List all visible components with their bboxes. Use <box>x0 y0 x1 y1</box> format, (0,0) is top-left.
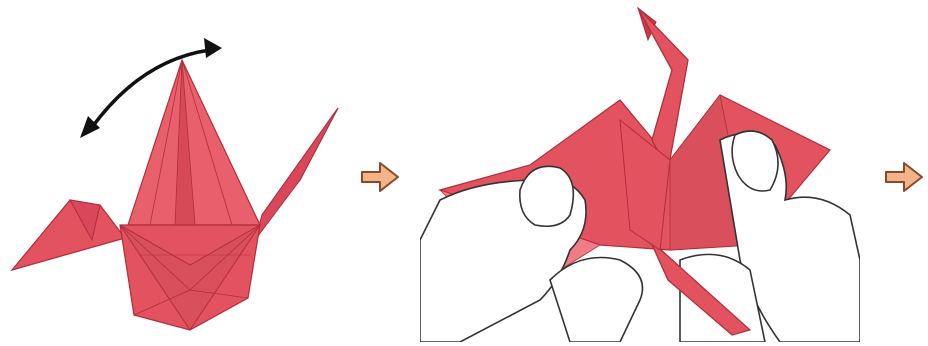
step-1-crane <box>0 0 350 342</box>
right-arrow-icon <box>884 160 926 194</box>
right-arrow-icon <box>360 160 402 194</box>
step-2-hands <box>420 0 860 342</box>
hands-opening-crane-icon <box>420 0 860 342</box>
paper-crane-icon <box>0 0 350 342</box>
